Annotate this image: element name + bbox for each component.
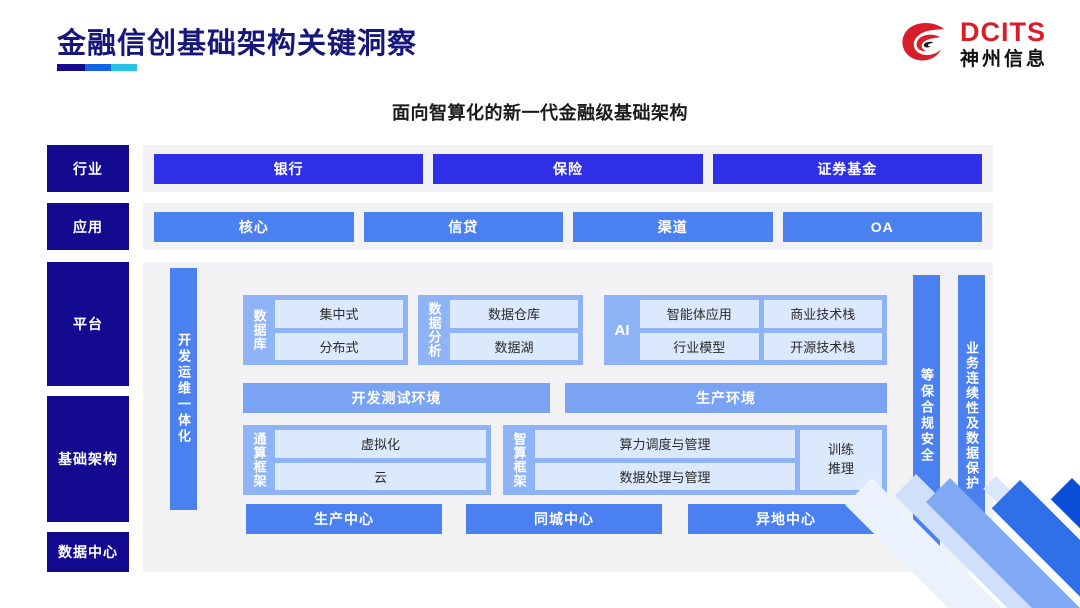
database-item-distributed[interactable]: 分布式 [275, 332, 403, 360]
underline-segment-navy [57, 64, 85, 71]
industry-item-securities-fund[interactable]: 证券基金 [712, 153, 982, 184]
stripe-4 [983, 476, 1080, 608]
brand-logo: DCITS 神州信息 [900, 19, 1048, 69]
intelligent-compute-item-data-processing[interactable]: 数据处理与管理 [535, 462, 795, 490]
ai-item-commercial-stack[interactable]: 商业技术栈 [763, 300, 882, 328]
stripe-5 [991, 480, 1080, 608]
industry-item-bank[interactable]: 银行 [154, 153, 424, 184]
layer-label-industry: 行业 [47, 145, 129, 192]
logo-chinese-name: 神州信息 [959, 49, 1048, 70]
training-label: 训练 [827, 442, 854, 458]
group-title-intelligent-compute: 智算框架 [511, 432, 527, 488]
application-item-core[interactable]: 核心 [154, 211, 354, 242]
group-data-analysis: 数据分析 数据仓库 数据湖 [418, 295, 583, 365]
industry-band: 银行 保险 证券基金 [143, 145, 993, 192]
title-underline [57, 64, 137, 71]
inference-label: 推理 [827, 461, 854, 476]
vertical-bar-security-compliance: 等保合规安全 [913, 275, 940, 556]
group-general-compute-framework: 通算框架 虚拟化 云 [243, 425, 491, 495]
group-ai: AI 智能体应用 商业技术栈 行业模型 开源技术栈 [604, 295, 887, 365]
ai-item-agent-application[interactable]: 智能体应用 [640, 300, 759, 328]
general-compute-item-cloud[interactable]: 云 [275, 462, 486, 490]
page-title: 金融信创基础架构关键洞察 [57, 28, 418, 60]
ai-item-industry-model[interactable]: 行业模型 [640, 332, 759, 360]
application-band: 核心 信贷 渠道 OA [143, 203, 993, 250]
layer-label-datacenter: 数据中心 [47, 532, 129, 572]
environment-bar-dev-test[interactable]: 开发测试环境 [243, 383, 550, 413]
database-item-centralized[interactable]: 集中式 [275, 300, 403, 328]
data-analysis-item-warehouse[interactable]: 数据仓库 [450, 300, 578, 328]
vertical-bar-devops: 开发运维一体化 [170, 268, 197, 510]
industry-item-insurance[interactable]: 保险 [433, 153, 703, 184]
group-title-data-analysis: 数据分析 [426, 302, 442, 358]
datacenter-item-same-city[interactable]: 同城中心 [466, 504, 662, 534]
group-title-ai: AI [614, 321, 630, 339]
layer-label-platform: 平台 [47, 262, 129, 386]
general-compute-item-virtualization[interactable]: 虚拟化 [275, 430, 486, 458]
underline-segment-cyan [111, 64, 137, 71]
group-intelligent-compute-framework: 智算框架 算力调度与管理 数据处理与管理 训练 推理 [503, 425, 887, 495]
application-item-channel[interactable]: 渠道 [573, 211, 773, 242]
dcits-swirl-icon [902, 23, 944, 61]
stripe-6 [1050, 478, 1080, 608]
group-title-database: 数据库 [251, 309, 267, 351]
environment-bar-production[interactable]: 生产环境 [565, 383, 887, 413]
underline-segment-blue [85, 64, 111, 71]
group-database: 数据库 集中式 分布式 [243, 295, 408, 365]
intelligent-compute-training-inference[interactable]: 训练 推理 [800, 430, 882, 490]
ai-item-opensource-stack[interactable]: 开源技术栈 [763, 332, 882, 360]
logo-wordmark: DCITS [959, 17, 1046, 47]
application-item-credit[interactable]: 信贷 [363, 211, 563, 242]
layer-label-application: 应用 [47, 203, 129, 250]
layer-label-infrastructure: 基础架构 [47, 396, 129, 522]
vertical-bar-business-continuity: 业务连续性及数据保护 [958, 275, 985, 556]
datacenter-item-remote[interactable]: 异地中心 [688, 504, 884, 534]
data-analysis-item-lake[interactable]: 数据湖 [450, 332, 578, 360]
intelligent-compute-item-scheduling[interactable]: 算力调度与管理 [535, 430, 795, 458]
datacenter-item-production[interactable]: 生产中心 [246, 504, 442, 534]
application-item-oa[interactable]: OA [782, 211, 982, 242]
group-title-general-compute: 通算框架 [251, 432, 267, 488]
page-subtitle: 面向智算化的新一代金融级基础架构 [392, 103, 688, 123]
